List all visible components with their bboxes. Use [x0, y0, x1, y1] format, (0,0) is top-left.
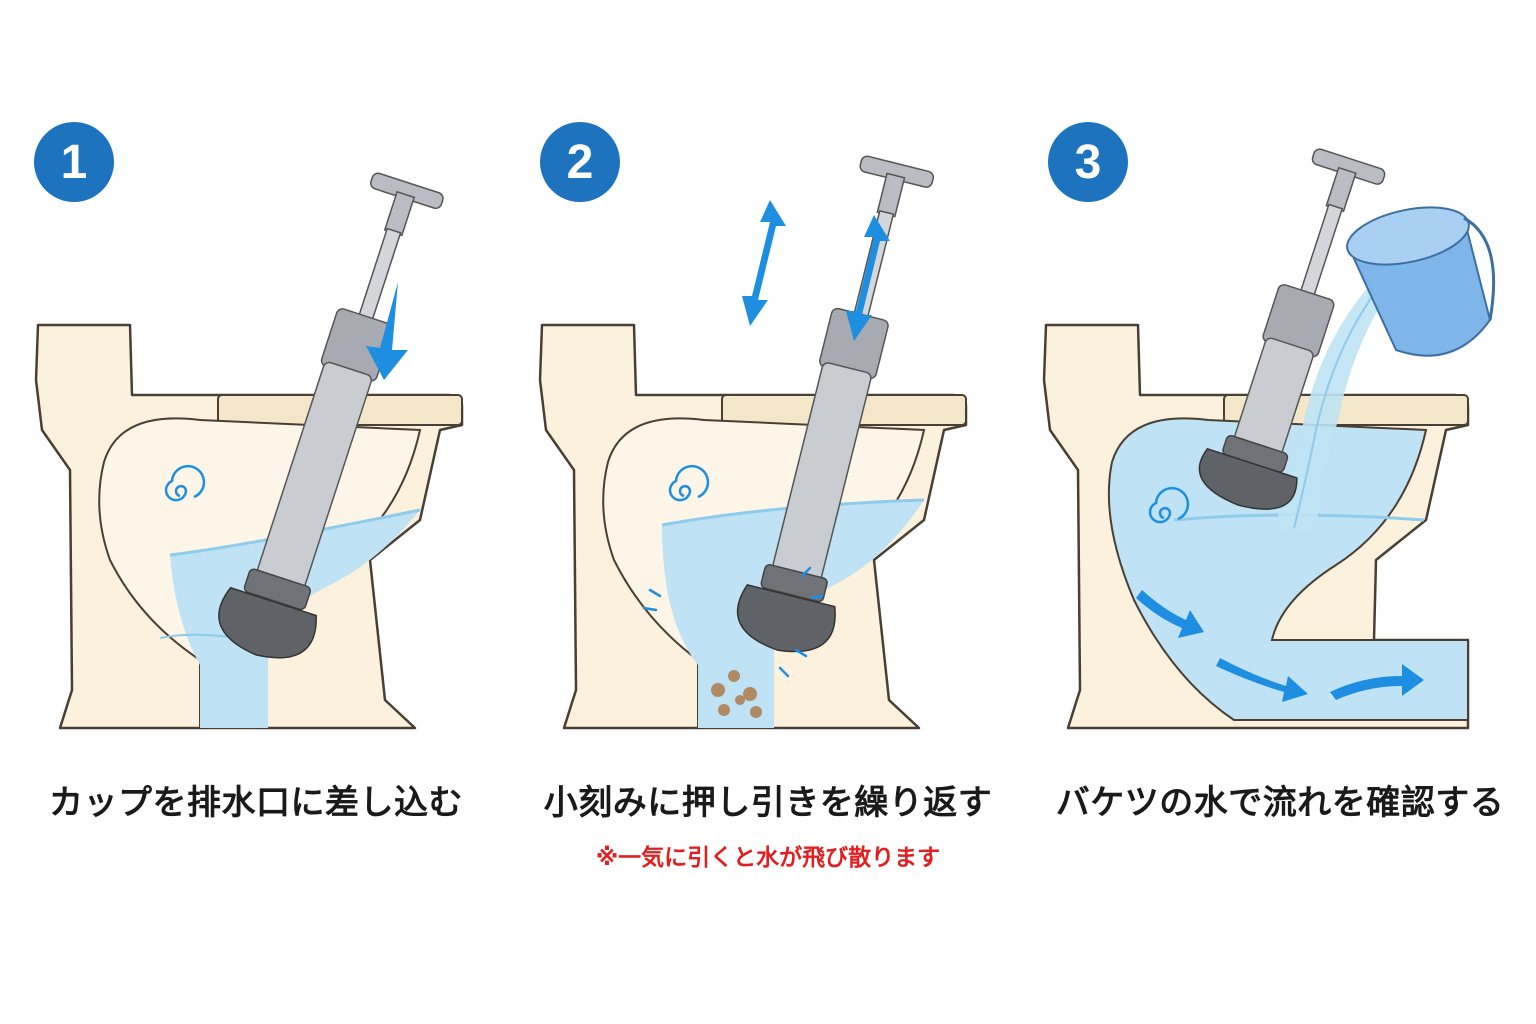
arrow-icon — [366, 282, 408, 380]
debris-icon — [711, 670, 762, 718]
step-2-caption: 小刻みに押し引きを繰り返す — [543, 783, 993, 823]
step-1-illustration: 1 — [34, 122, 464, 730]
bucket-icon — [1346, 206, 1496, 357]
number-badge-icon: 3 — [1048, 122, 1128, 202]
flow-arrows-icon — [1136, 590, 1424, 702]
arrow-icon — [742, 200, 890, 341]
swirl-icon — [668, 464, 710, 502]
step-1-panel: 1 — [0, 0, 512, 1024]
swirl-icon — [164, 464, 206, 502]
plunger-icon — [1198, 148, 1386, 510]
step-2-illustration: 2 — [538, 122, 968, 730]
toilet-icon — [34, 323, 464, 730]
water-stream-icon — [1274, 270, 1396, 530]
plunger-icon — [218, 172, 444, 659]
step-number: 2 — [567, 136, 594, 189]
step-number: 1 — [61, 136, 88, 189]
step-3-illustration: 3 — [1042, 122, 1496, 730]
swirl-icon — [1148, 486, 1190, 524]
step-2-panel: 2 — [512, 0, 1024, 1024]
toilet-icon — [538, 323, 968, 730]
step-2-warning-note: ※一気に引くと水が飛び散ります — [595, 845, 941, 871]
splash-marks-icon — [642, 566, 824, 678]
step-number: 3 — [1075, 136, 1102, 189]
step-3-panel: 3 — [1024, 0, 1536, 1024]
number-badge-icon: 1 — [34, 122, 114, 202]
step-1-caption: カップを排水口に差し込む — [49, 783, 463, 823]
step-3-caption: バケツの水で流れを確認する — [1055, 783, 1505, 823]
number-badge-icon: 2 — [540, 122, 620, 202]
